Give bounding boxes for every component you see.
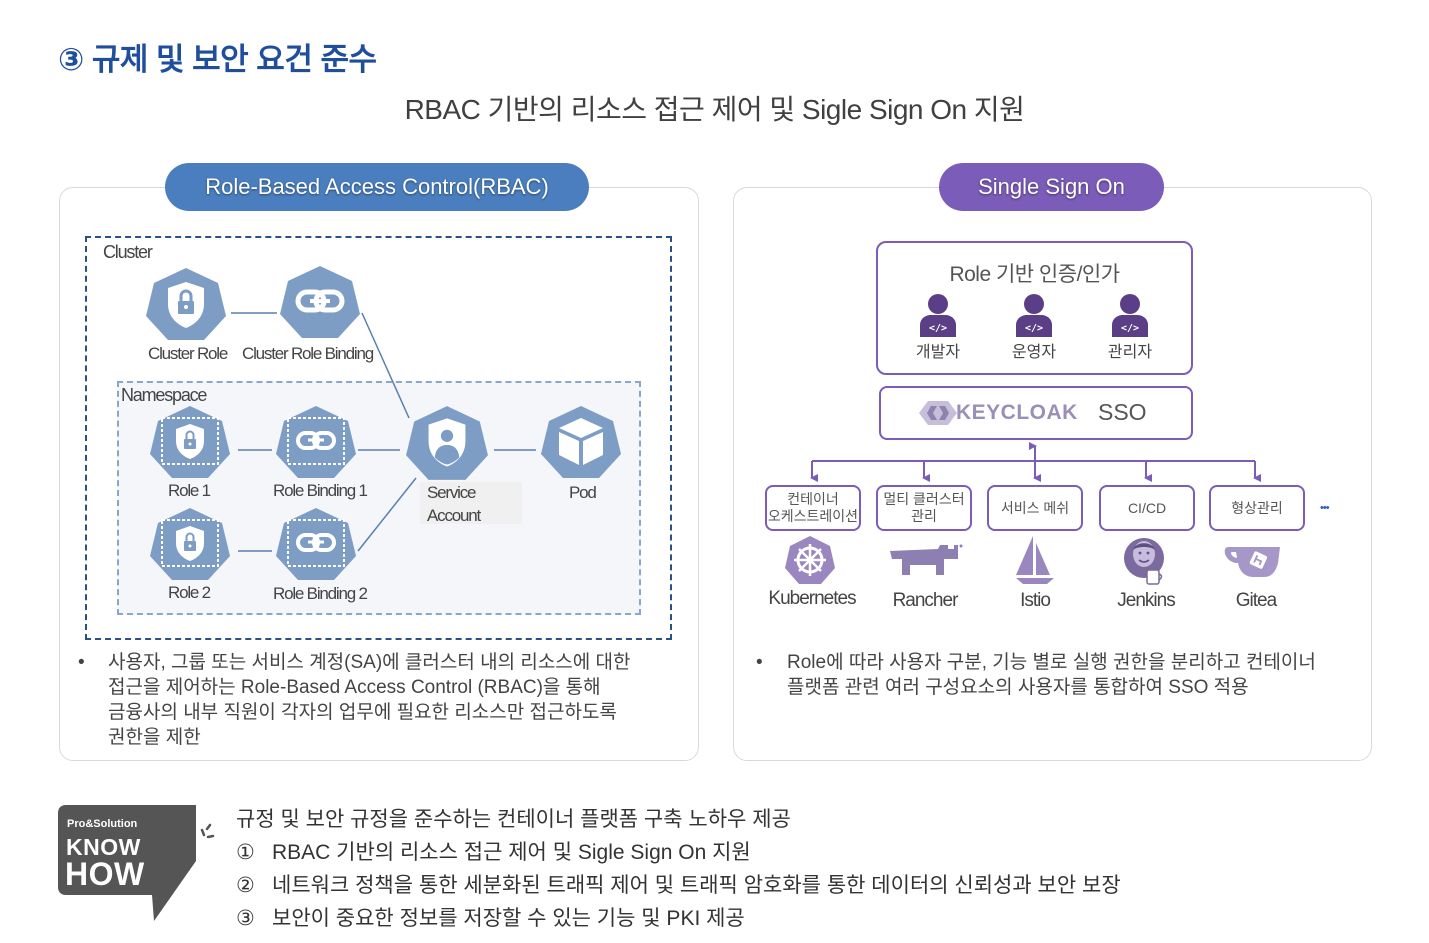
bullet-marker: • (78, 652, 85, 673)
category-label-line2: 관리 (911, 508, 937, 524)
service-account-label-line2: Account (427, 506, 481, 525)
rbac-desc-line: 권한을 제한 (108, 727, 201, 748)
category-label: 서비스 메쉬 (1000, 499, 1070, 516)
category-label: CI/CD (1127, 499, 1167, 516)
cluster-label: Cluster (103, 242, 153, 262)
cluster-role-binding-label: Cluster Role Binding (242, 344, 374, 363)
section-title: ③ 규제 및 보안 요건 준수 (58, 42, 377, 77)
connector-clusterbinding-sa (361, 312, 410, 419)
rbac-desc-line: 금융사의 내부 직원이 각자의 업무에 필요한 리소스만 접근하도록 (108, 702, 617, 723)
connector-binding2-sa (357, 477, 417, 552)
namespace-label: Namespace (121, 385, 207, 405)
jenkins-icon (1124, 538, 1164, 585)
item-text: 보안이 중요한 정보를 저장할 수 있는 기능 및 PKI 제공 (272, 907, 745, 930)
rbac-desc-line: 접근을 제어하는 Role-Based Access Control (RBAC… (108, 677, 601, 698)
category-label-line2: 오케스트레이션 (767, 508, 859, 524)
more-indicator: ••• (1320, 502, 1330, 514)
keycloak-label: KEYCLOAK (956, 401, 1078, 424)
sso-desc-line: 플랫폼 관련 여러 구성요소의 사용자를 통합하여 SSO 적용 (787, 677, 1249, 698)
knowhow-badge (58, 805, 215, 921)
knowhow-item-3: ③ 보안이 중요한 정보를 저장할 수 있는 기능 및 PKI 제공 (236, 902, 745, 932)
category-box-servicemesh: 서비스 메쉬 (987, 485, 1083, 531)
tool-name-jenkins: Jenkins (1117, 590, 1175, 611)
category-box-cicd: CI/CD (1099, 485, 1195, 531)
admin-label: 관리자 (1107, 344, 1153, 361)
role-binding2-icon (276, 508, 356, 580)
user-operator: </> 운영자 (1004, 293, 1064, 362)
developer-label: 개발자 (915, 344, 961, 361)
role2-icon (150, 508, 230, 580)
category-box-orchestration: 컨테이너 오케스트레이션 (765, 485, 861, 531)
item-text: 네트워크 정책을 통한 세분화된 트래픽 제어 및 트래픽 암호화를 통한 데이… (272, 874, 1121, 897)
bullet-marker: • (756, 652, 763, 673)
svg-text:</>: </> (1025, 323, 1043, 334)
cluster-role-icon (146, 268, 226, 340)
sso-label: SSO (1098, 399, 1147, 425)
pod-label: Pod (569, 483, 597, 502)
service-account-label-line1: Service (427, 483, 477, 502)
pod-icon (541, 406, 621, 478)
knowhow-badge-line1: KNOW (66, 834, 141, 860)
knowhow-badge-small-text: Pro&Solution (67, 818, 138, 830)
role-binding1-label: Role Binding 1 (273, 481, 368, 500)
knowhow-badge-line2: HOW (65, 856, 145, 892)
role1-icon (150, 406, 230, 478)
category-label-line1: 멀티 클러스터 (883, 491, 965, 507)
rbac-pill: Role-Based Access Control(RBAC) (165, 163, 589, 211)
istio-icon (1016, 536, 1054, 584)
role-binding2-label: Role Binding 2 (273, 584, 368, 603)
tool-name-rancher: Rancher (892, 590, 959, 611)
item-number: ② (236, 874, 255, 897)
admin-user-icon: </> (1112, 294, 1148, 337)
cluster-role-label: Cluster Role (148, 344, 228, 363)
cluster-role-binding-icon (280, 266, 360, 338)
rbac-description: • 사용자, 그룹 또는 서비스 계정(SA)에 클러스터 내의 리소스에 대한… (78, 650, 718, 750)
category-box-multicluster: 멀티 클러스터 관리 (876, 485, 972, 531)
role1-label: Role 1 (168, 481, 211, 500)
operator-label: 운영자 (1011, 344, 1057, 361)
gitea-icon (1224, 547, 1280, 577)
item-number: ③ (236, 907, 255, 930)
role2-label: Role 2 (168, 583, 211, 602)
kubernetes-icon (785, 536, 835, 584)
sso-desc-line: Role에 따라 사용자 구분, 기능 별로 실행 권한을 분리하고 컨테이너 (787, 652, 1316, 673)
operator-user-icon: </> (1016, 294, 1052, 337)
tool-name-istio: Istio (1020, 590, 1051, 611)
category-box-scm: 형상관리 (1209, 485, 1305, 531)
knowhow-heading: 규정 및 보안 규정을 준수하는 컨테이너 플랫폼 구축 노하우 제공 (236, 808, 791, 831)
svg-text:</>: </> (929, 323, 947, 334)
category-label-line1: 컨테이너 (787, 491, 839, 507)
svg-text:</>: </> (1121, 323, 1139, 334)
tool-name-kubernetes: Kubernetes (768, 588, 856, 609)
user-admin: </> 관리자 (1100, 293, 1160, 362)
item-text: RBAC 기반의 리소스 접근 제어 및 Sigle Sign On 지원 (272, 841, 751, 864)
user-developer: </> 개발자 (908, 293, 968, 362)
service-account-label-bg (420, 482, 522, 524)
rancher-icon (890, 544, 963, 575)
rbac-desc-line: 사용자, 그룹 또는 서비스 계정(SA)에 클러스터 내의 리소스에 대한 (108, 652, 631, 673)
page-subtitle: RBAC 기반의 리소스 접근 제어 및 Sigle Sign On 지원 (404, 94, 1025, 125)
keycloak-logo-icon (919, 401, 957, 425)
developer-user-icon: </> (920, 294, 956, 337)
cluster-boundary (85, 236, 672, 640)
item-number: ① (236, 841, 255, 864)
sso-description: • Role에 따라 사용자 구분, 기능 별로 실행 권한을 분리하고 컨테이… (756, 650, 1397, 700)
knowhow-item-2: ② 네트워크 정책을 통한 세분화된 트래픽 제어 및 트래픽 암호화를 통한 데… (236, 869, 1121, 899)
role-auth-title: Role 기반 인증/인가 (949, 263, 1120, 286)
knowhow-item-1: ① RBAC 기반의 리소스 접근 제어 및 Sigle Sign On 지원 (236, 836, 751, 866)
category-label: 형상관리 (1231, 499, 1283, 516)
sso-pill: Single Sign On (939, 163, 1164, 211)
tool-name-gitea: Gitea (1235, 590, 1277, 611)
service-account-icon (406, 406, 488, 480)
role-binding1-icon (276, 406, 356, 478)
